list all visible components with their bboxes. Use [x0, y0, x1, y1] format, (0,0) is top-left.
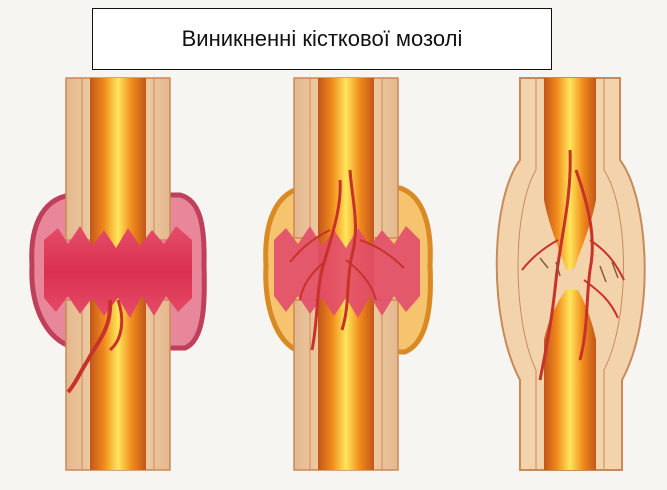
stage-1-hematoma-icon: [32, 78, 205, 470]
stage-3-hard-callus-icon: [497, 78, 645, 470]
diagram-title: Виникненні кісткової мозолі: [92, 8, 552, 70]
stage-2-soft-callus-icon: [266, 78, 431, 470]
